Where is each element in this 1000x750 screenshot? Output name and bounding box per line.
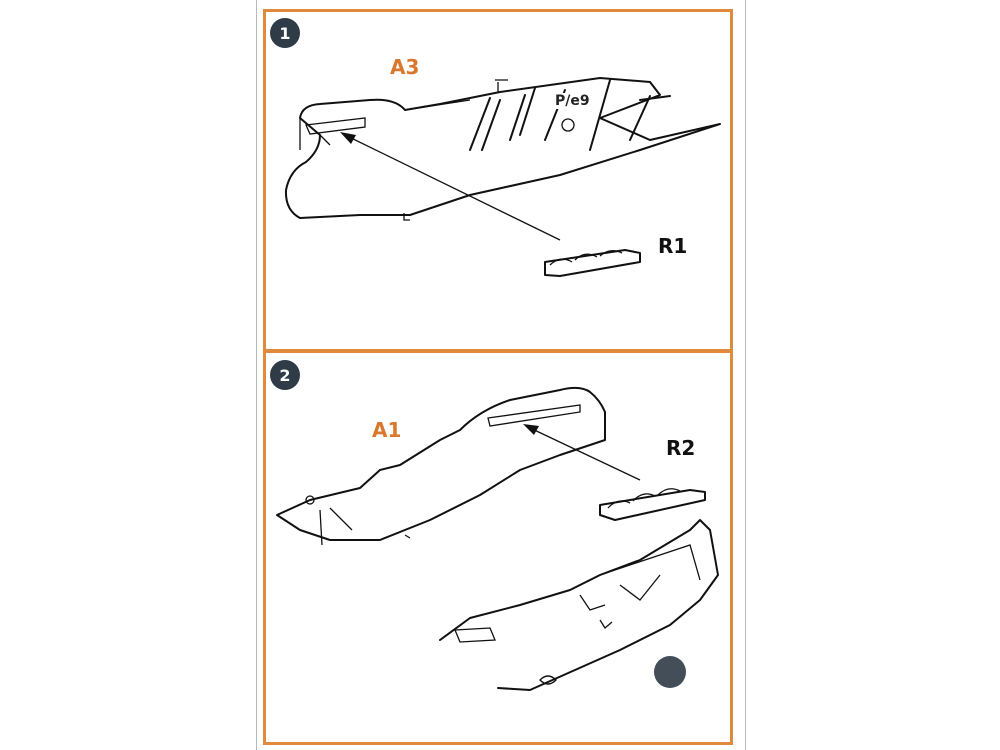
step-1-part-code: A3 <box>390 55 420 79</box>
watermark-logo <box>654 656 686 688</box>
step-1-part-label: R1 <box>658 234 688 258</box>
step-1-marking: P/e9 <box>553 93 592 109</box>
page-edge-right <box>745 0 746 750</box>
part-r2 <box>599 489 706 521</box>
step-2-badge: 2 <box>270 360 300 390</box>
fuselage-half-a1 <box>276 386 606 541</box>
step-2-part-code: A1 <box>372 418 402 442</box>
page-edge-left <box>256 0 257 750</box>
step-2-part-label: R2 <box>666 436 696 460</box>
step-1-badge: 1 <box>270 18 300 48</box>
part-r1 <box>544 249 641 277</box>
assembled-fuselage <box>439 519 719 691</box>
step-2-panel <box>263 350 733 745</box>
fuselage-half-a3 <box>284 77 721 219</box>
